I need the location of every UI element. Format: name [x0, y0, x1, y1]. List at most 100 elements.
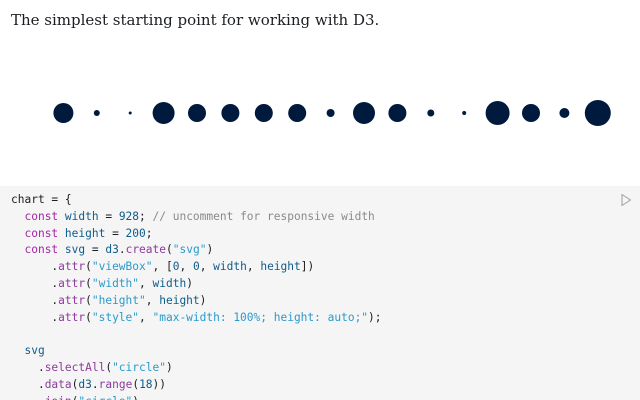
circle-7: [254, 104, 273, 122]
circle-13: [462, 111, 467, 115]
code-token: ): [206, 243, 214, 257]
code-token: "circle": [78, 395, 132, 400]
code-token: "height": [91, 293, 146, 307]
code-token: const: [24, 226, 65, 240]
code-token: .: [11, 260, 59, 274]
code-token: create: [125, 243, 166, 257]
code-token: const: [24, 209, 65, 223]
code-token: (: [72, 395, 79, 400]
code-token: width: [64, 209, 99, 223]
code-token: ): [132, 395, 139, 400]
code-block[interactable]: chart = { const width = 928; // uncommen…: [0, 186, 640, 400]
code-token: (: [85, 310, 92, 324]
code-token: (: [85, 260, 92, 274]
circle-16: [559, 108, 570, 118]
code-line: .attr("viewBox", [0, 0, width, height]): [11, 259, 640, 276]
code-token: svg: [64, 243, 86, 257]
code-token: height: [64, 226, 106, 240]
circle-8: [288, 104, 307, 122]
code-token: .: [11, 293, 59, 307]
code-token: chart = {: [11, 193, 72, 206]
circle-10: [353, 102, 375, 124]
circle-3: [128, 111, 132, 115]
code-line: .attr("height", height): [11, 293, 640, 310]
code-token: "max-width: 100%; height: auto;": [152, 310, 369, 324]
code-token: "svg": [172, 243, 207, 257]
code-token: .: [11, 360, 45, 374]
code-token: ): [199, 293, 207, 307]
code-token: [11, 243, 24, 256]
code-token: );: [368, 310, 382, 324]
code-token: ): [186, 276, 193, 290]
code-token: =: [105, 226, 126, 240]
code-token: range: [98, 377, 133, 391]
play-icon[interactable]: [620, 192, 632, 207]
code-token: ,: [179, 260, 193, 274]
circle-1: [53, 103, 74, 123]
code-token: "circle": [112, 360, 166, 374]
code-line: const width = 928; // uncomment for resp…: [11, 209, 640, 226]
code-token: d3: [78, 377, 92, 391]
code-token: 928: [118, 209, 140, 223]
code-line: chart = {: [11, 192, 640, 209]
code-line: const svg = d3.create("svg"): [11, 242, 640, 259]
code-token: // uncomment for responsive width: [152, 209, 375, 223]
play-icon-svg: [621, 193, 632, 207]
code-token: ,: [246, 260, 261, 274]
circle-11: [388, 104, 407, 122]
code-token: ,: [139, 276, 153, 290]
code-token: width: [152, 276, 187, 290]
code-token: const: [24, 243, 65, 257]
code-line: const height = 200;: [11, 226, 640, 243]
code-token: ]): [300, 260, 315, 274]
code-token: .: [118, 243, 126, 257]
code-token: 0: [172, 260, 180, 274]
circle-chart: [0, 60, 640, 170]
code-token: =: [98, 209, 119, 223]
code-token: .: [11, 276, 59, 290]
code-line: .data(d3.range(18)): [11, 377, 640, 394]
code-token: join: [45, 395, 72, 400]
code-token: , [: [152, 260, 173, 274]
code-token: attr: [58, 293, 86, 307]
circle-12: [427, 109, 435, 117]
intro-text: The simplest starting point for working …: [11, 11, 380, 29]
code-token: data: [44, 377, 72, 391]
code-token: .: [11, 310, 59, 324]
code-token: width: [213, 260, 247, 274]
code-token: ): [165, 360, 173, 374]
circle-17: [584, 100, 611, 126]
code-token: (: [85, 293, 92, 307]
code-cell[interactable]: chart = { const width = 928; // uncommen…: [0, 186, 640, 400]
code-token: .: [11, 377, 45, 391]
code-token: height: [260, 260, 301, 274]
circle-2: [93, 110, 100, 116]
code-token: 0: [192, 260, 200, 274]
code-token: (: [105, 360, 113, 374]
circle-5: [188, 104, 206, 122]
chart-svg: [53, 100, 611, 126]
code-token: 200: [125, 226, 146, 240]
code-token: ;: [145, 226, 153, 240]
code-token: attr: [58, 310, 86, 324]
circle-15: [522, 104, 540, 122]
code-token: selectAll: [44, 360, 106, 374]
code-line: svg: [11, 343, 640, 360]
code-line: .selectAll("circle"): [11, 360, 640, 377]
code-line: .attr("style", "max-width: 100%; height:…: [11, 310, 640, 327]
code-token: )): [152, 377, 167, 391]
code-token: "viewBox": [91, 260, 153, 274]
code-token: (: [85, 276, 92, 290]
code-token: attr: [58, 276, 86, 290]
code-line: [11, 326, 640, 343]
code-token: 18: [139, 377, 153, 391]
circle-4: [152, 102, 175, 124]
code-line: .attr("width", width): [11, 276, 640, 293]
code-token: d3: [105, 243, 119, 257]
circle-6: [221, 104, 240, 122]
code-token: .: [91, 377, 99, 391]
code-token: [11, 227, 24, 240]
code-token: attr: [58, 260, 86, 274]
code-token: .: [11, 395, 45, 400]
code-token: ,: [145, 293, 160, 307]
